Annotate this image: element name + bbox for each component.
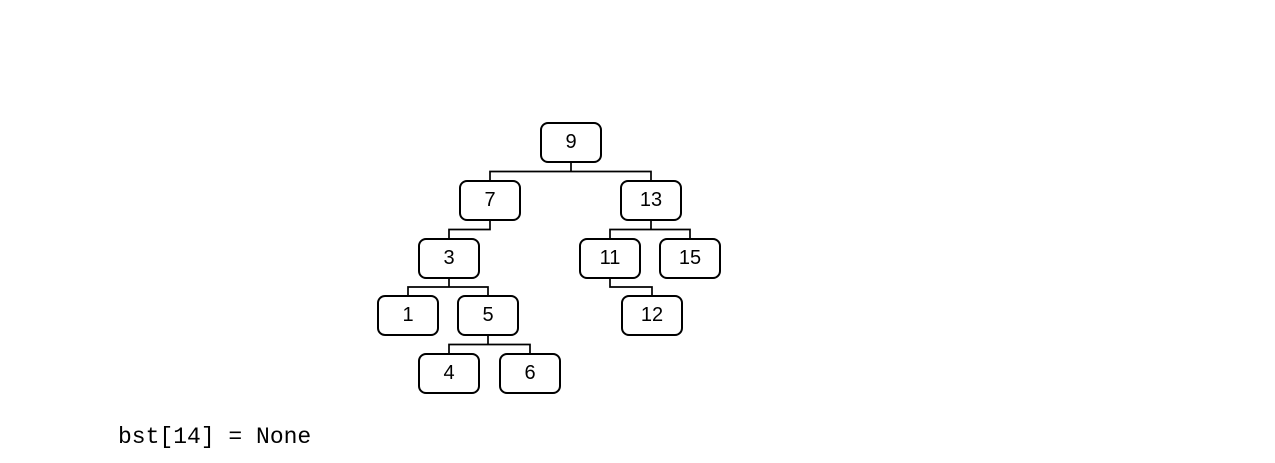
tree-node-label: 6 <box>524 362 536 384</box>
tree-node-label: 15 <box>678 247 702 269</box>
tree-node-label: 3 <box>443 247 455 269</box>
tree-node-7: 7 <box>459 180 521 221</box>
tree-node-label: 7 <box>484 189 496 211</box>
tree-node-label: 11 <box>599 247 621 269</box>
tree-node-13: 13 <box>620 180 682 221</box>
tree-node-4: 4 <box>418 353 480 394</box>
tree-node-9: 9 <box>540 122 602 163</box>
console-output-text: bst[14] = None <box>118 424 312 450</box>
edge-11-to-12 <box>609 279 653 295</box>
tree-node-3: 3 <box>418 238 480 279</box>
tree-node-11: 11 <box>579 238 641 279</box>
tree-node-label: 5 <box>482 304 494 326</box>
tree-node-label: 1 <box>402 304 414 326</box>
edge-5-to-4-6 <box>448 336 531 353</box>
edge-9-to-7-13 <box>489 163 652 180</box>
edge-7-to-3 <box>448 221 491 238</box>
tree-node-label: 9 <box>565 131 577 153</box>
tree-node-5: 5 <box>457 295 519 336</box>
edge-3-to-1-5 <box>407 279 489 295</box>
tree-node-6: 6 <box>499 353 561 394</box>
tree-node-label: 13 <box>639 189 663 211</box>
tree-node-15: 15 <box>659 238 721 279</box>
edge-13-to-11-15 <box>609 221 691 238</box>
tree-node-12: 12 <box>621 295 683 336</box>
tree-node-label: 12 <box>640 304 664 326</box>
tree-node-label: 4 <box>443 362 455 384</box>
tree-node-1: 1 <box>377 295 439 336</box>
